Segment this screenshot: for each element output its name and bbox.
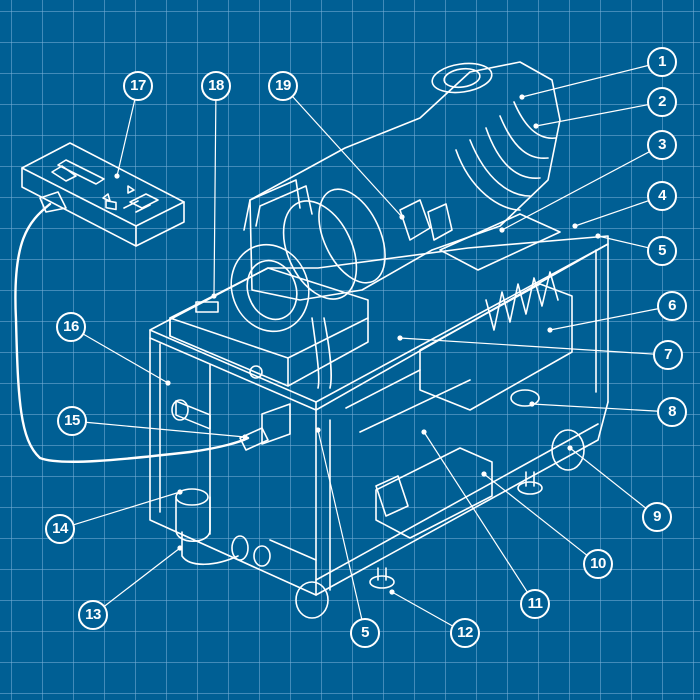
booster-pump <box>230 61 561 389</box>
socket-plate <box>261 403 291 445</box>
leader-9 <box>569 447 646 509</box>
leader-12 <box>391 591 453 627</box>
callout-2: 2 <box>647 87 677 117</box>
callout-17: 17 <box>123 71 153 101</box>
leader-11 <box>423 431 528 592</box>
callout-14: 14 <box>45 514 75 544</box>
handheld-controller <box>21 142 185 247</box>
leader-dot-15 <box>242 434 248 440</box>
leader-dot-6 <box>547 327 553 333</box>
leader-6 <box>549 308 658 331</box>
leader-10 <box>483 473 587 556</box>
callout-7: 7 <box>653 340 683 370</box>
leader-dot-5a <box>595 233 601 239</box>
leader-7 <box>399 337 654 355</box>
callout-10: 10 <box>583 549 613 579</box>
leader-5b <box>317 429 363 619</box>
callout-5b: 5 <box>350 618 380 648</box>
leader-dot-9 <box>567 445 573 451</box>
callout-1: 1 <box>647 47 677 77</box>
pump-frame <box>149 235 609 596</box>
callout-leaders <box>73 65 658 627</box>
leader-dot-7 <box>397 335 403 341</box>
leader-dot-10 <box>481 471 487 477</box>
leader-16 <box>83 333 169 384</box>
leader-17 <box>116 100 136 177</box>
leader-dot-5b <box>315 427 321 433</box>
leader-3 <box>501 151 650 231</box>
callout-19: 19 <box>268 71 298 101</box>
callout-15: 15 <box>57 406 87 436</box>
leader-18 <box>213 100 217 297</box>
leader-14 <box>73 491 181 526</box>
leader-dot-17 <box>114 173 120 179</box>
leader-dot-14 <box>177 489 183 495</box>
leader-dot-4 <box>572 223 578 229</box>
leader-dot-3 <box>499 227 505 233</box>
leader-dot-16 <box>165 380 171 386</box>
callout-16: 16 <box>56 312 86 342</box>
leader-dot-8 <box>529 401 535 407</box>
callout-8: 8 <box>657 397 687 427</box>
callout-18: 18 <box>201 71 231 101</box>
leader-dot-1 <box>519 94 525 100</box>
callout-13: 13 <box>78 600 108 630</box>
leader-1 <box>521 65 649 98</box>
leader-15 <box>86 421 246 438</box>
callout-11: 11 <box>520 589 550 619</box>
leader-2 <box>535 104 648 127</box>
motor <box>375 447 493 539</box>
leader-dot-12 <box>389 589 395 595</box>
leader-5a <box>597 235 648 249</box>
casters <box>295 429 585 619</box>
callout-12: 12 <box>450 618 480 648</box>
dry-pump <box>345 271 573 433</box>
leader-dot-2 <box>533 123 539 129</box>
leader-13 <box>104 547 181 607</box>
controller-cable <box>14 202 250 463</box>
callout-4: 4 <box>647 181 677 211</box>
leader-dot-11 <box>421 429 427 435</box>
connector <box>239 427 269 451</box>
callout-3: 3 <box>647 130 677 160</box>
exhaust-assembly <box>175 488 271 567</box>
leader-dot-19 <box>399 214 405 220</box>
leader-4 <box>574 200 649 227</box>
callout-5a: 5 <box>647 236 677 266</box>
knob <box>171 399 189 421</box>
callout-9: 9 <box>642 502 672 532</box>
callout-6: 6 <box>657 291 687 321</box>
leader-dot-18 <box>211 293 217 299</box>
control-box <box>169 267 369 430</box>
leader-dot-13 <box>177 545 183 551</box>
leader-8 <box>531 403 658 412</box>
leader-19 <box>292 96 403 218</box>
